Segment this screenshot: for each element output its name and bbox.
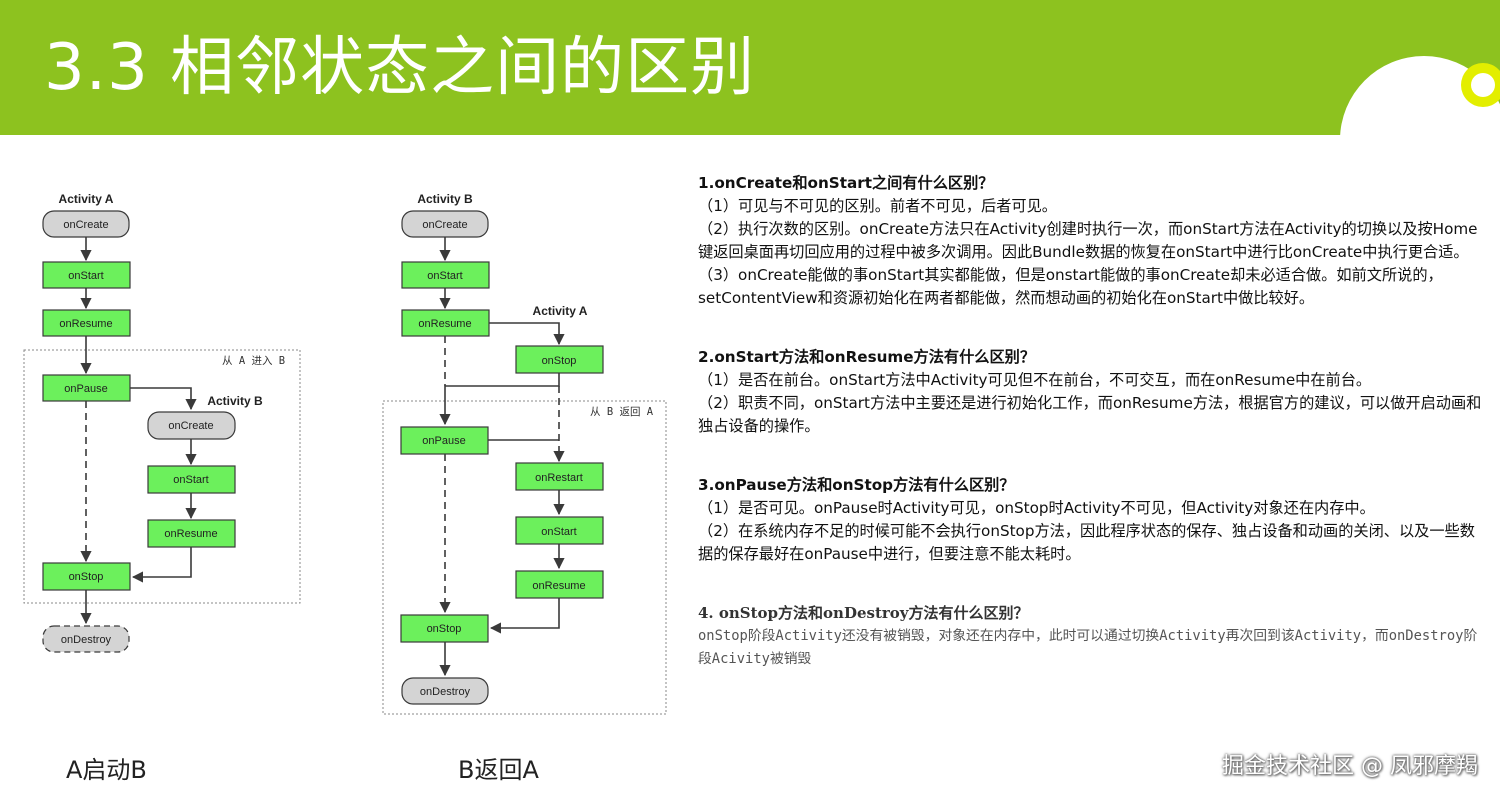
diagram-left: 从 A 进入 B Activity A Activity B onCreate …	[23, 192, 301, 653]
question-title: 4. onStop方法和onDestroy方法有什么区别？	[698, 604, 1029, 622]
left-b-oncreate-node: onCreate	[147, 411, 236, 440]
answer-text: （2）职责不同，onStart方法中主要还是进行初始化工作，而onResume方…	[698, 394, 1482, 435]
page-title: 3.3 相邻状态之间的区别	[44, 31, 756, 105]
svg-text:onRestart: onRestart	[535, 472, 583, 484]
left-a-onstart-node: onStart	[42, 261, 131, 289]
right-diagram-caption: B返回A	[458, 756, 539, 784]
svg-text:onStop: onStop	[542, 355, 577, 367]
left-diagram-caption: A启动B	[66, 756, 147, 784]
answer-text: （2）执行次数的区别。onCreate方法只在Activity创建时执行一次，而…	[698, 220, 1478, 261]
right-a-onstart-node: onStart	[515, 516, 604, 545]
svg-text:onPause: onPause	[64, 383, 107, 395]
header-decoration-overflow	[1341, 135, 1500, 207]
left-a-ondestroy-node: onDestroy	[42, 625, 130, 653]
yellow-ring-center	[1471, 73, 1495, 97]
svg-text:onDestroy: onDestroy	[420, 686, 471, 698]
svg-text:onStart: onStart	[541, 526, 576, 538]
diagram-right: 从 B 返回 A Activity B Activity A onCreate …	[382, 192, 667, 715]
left-a-onresume-node: onResume	[42, 309, 131, 337]
answer-text: （1）可见与不可见的区别。前者不可见，后者可见。	[698, 197, 1057, 215]
svg-text:onCreate: onCreate	[422, 219, 467, 231]
svg-text:onStart: onStart	[173, 474, 208, 486]
question-section-3: 3.onPause方法和onStop方法有什么区别？ （1）是否可见。onPau…	[698, 474, 1488, 566]
right-a-onstop-node: onStop	[515, 345, 604, 374]
question-title: 3.onPause方法和onStop方法有什么区别？	[698, 476, 1015, 494]
answer-text: （1）是否在前台。onStart方法中Activity可见但不在前台，不可交互，…	[698, 371, 1372, 389]
question-title: 1.onCreate和onStart之间有什么区别？	[698, 174, 994, 192]
right-activity-a-label: Activity A	[533, 304, 588, 318]
svg-text:onPause: onPause	[422, 435, 465, 447]
svg-text:onResume: onResume	[418, 318, 471, 330]
svg-text:onResume: onResume	[532, 580, 585, 592]
right-a-onresume-node: onResume	[515, 570, 604, 599]
right-b-onpause-node: onPause	[400, 426, 489, 455]
question-section-4: 4. onStop方法和onDestroy方法有什么区别？ onStop阶段Ac…	[698, 602, 1488, 671]
right-activity-b-label: Activity B	[417, 192, 473, 206]
white-circle-decoration	[1340, 56, 1500, 135]
right-b-onstop-node: onStop	[400, 614, 489, 643]
svg-text:onStop: onStop	[69, 571, 104, 583]
answer-text: （2）在系统内存不足的时候可能不会执行onStop方法，因此程序状态的保存、独占…	[698, 522, 1475, 563]
header-decoration	[1340, 56, 1500, 135]
right-b-onresume-node: onResume	[401, 309, 490, 337]
question-section-2: 2.onStart方法和onResume方法有什么区别？ （1）是否在前台。on…	[698, 346, 1488, 438]
right-region-label: 从 B 返回 A	[590, 406, 654, 418]
svg-text:onResume: onResume	[164, 528, 217, 540]
left-a-onstop-node: onStop	[42, 562, 131, 591]
svg-text:onStop: onStop	[427, 623, 462, 635]
answer-text: （3）onCreate能做的事onStart其实都能做，但是onstart能做的…	[698, 266, 1443, 307]
slide-header: 3.3 相邻状态之间的区别	[0, 0, 1500, 135]
left-activity-a-label: Activity A	[59, 192, 114, 206]
watermark: 掘金技术社区 @ 凤邪摩羯	[1222, 754, 1478, 779]
right-region-box	[382, 400, 667, 715]
right-b-ondestroy-node: onDestroy	[401, 677, 489, 705]
svg-text:onStart: onStart	[68, 270, 103, 282]
svg-text:onResume: onResume	[59, 318, 112, 330]
right-b-oncreate-node: onCreate	[401, 210, 489, 238]
qa-text-panel: 1.onCreate和onStart之间有什么区别？ （1）可见与不可见的区别。…	[698, 172, 1488, 707]
left-a-onpause-node: onPause	[42, 374, 131, 402]
left-a-oncreate-node: onCreate	[42, 210, 130, 238]
question-title: 2.onStart方法和onResume方法有什么区别？	[698, 348, 1036, 366]
left-activity-b-label: Activity B	[207, 394, 263, 408]
answer-text: （1）是否可见。onPause时Activity可见，onStop时Activi…	[698, 499, 1375, 517]
svg-text:onStart: onStart	[427, 270, 462, 282]
left-region-box	[23, 349, 301, 604]
left-b-onstart-node: onStart	[147, 465, 236, 494]
question-section-1: 1.onCreate和onStart之间有什么区别？ （1）可见与不可见的区别。…	[698, 172, 1488, 310]
right-a-onrestart-node: onRestart	[515, 462, 604, 491]
svg-text:onCreate: onCreate	[168, 420, 213, 432]
left-region-label: 从 A 进入 B	[222, 355, 285, 367]
left-b-onresume-node: onResume	[147, 519, 236, 548]
svg-text:onCreate: onCreate	[63, 219, 108, 231]
svg-text:onDestroy: onDestroy	[61, 634, 112, 646]
right-b-onstart-node: onStart	[401, 261, 490, 289]
answer-text: onStop阶段Activity还没有被销毁，对象还在内存中，此时可以通过切换A…	[698, 628, 1478, 667]
